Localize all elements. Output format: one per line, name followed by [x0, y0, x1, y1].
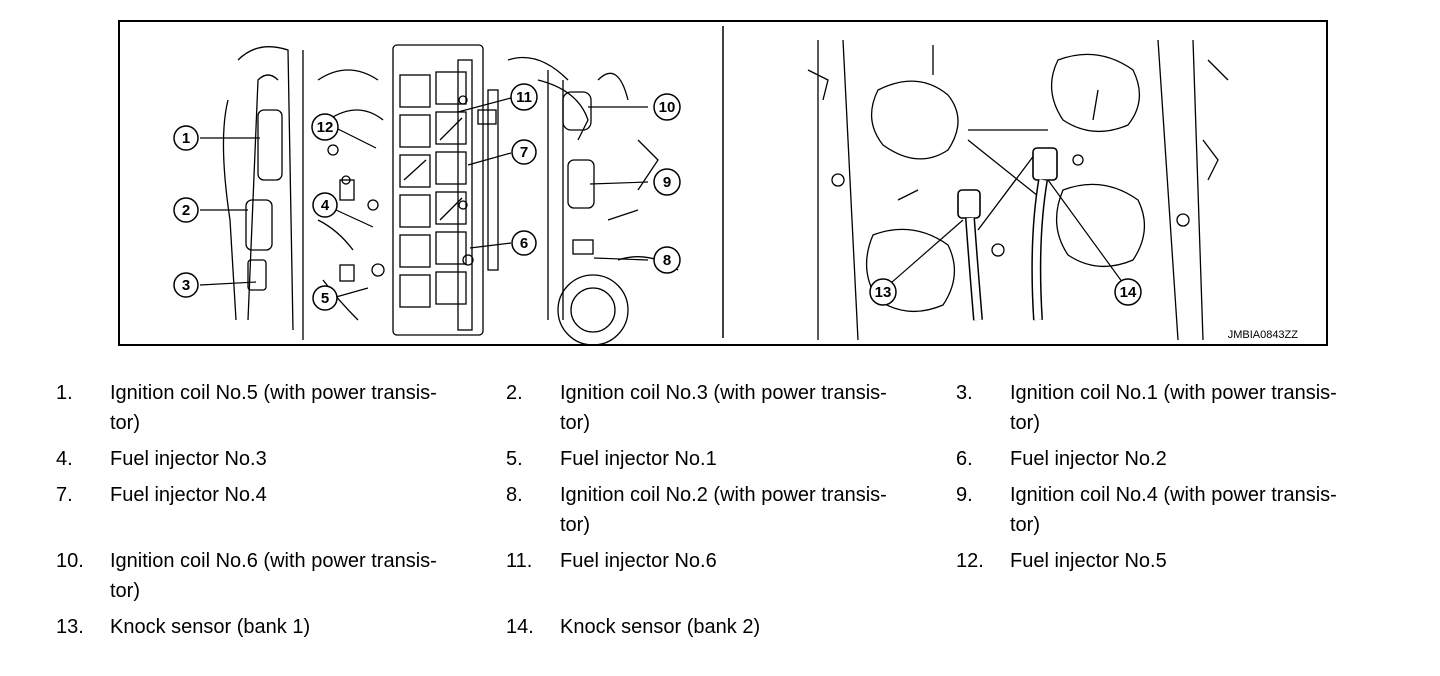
- legend-item-label: Ignition coil No.6 (with power transis-t…: [110, 550, 437, 602]
- legend-item: 12. Fuel injector No.5: [956, 546, 1406, 606]
- legend-item-label: Knock sensor (bank 1): [110, 616, 311, 638]
- callout-7-num: 7: [520, 144, 528, 161]
- legend-item-label: Ignition coil No.5 (with power transis-t…: [110, 382, 437, 434]
- engine-component-figure: 1 2 3 4 5 6 7 8 9 10 11 12 13 14 JMBIA08…: [118, 20, 1328, 346]
- legend-item-label: Ignition coil No.2 (with power transis-t…: [560, 484, 887, 536]
- callout-7: 7: [511, 139, 537, 165]
- legend-item-number: 1.: [56, 382, 73, 404]
- legend-row: 13. Knock sensor (bank 1) 14. Knock sens…: [56, 612, 1406, 642]
- callout-3: 3: [173, 272, 199, 298]
- callout-1-num: 1: [182, 130, 190, 147]
- legend-item-label: Ignition coil No.3 (with power transis-t…: [560, 382, 887, 434]
- callout-5: 5: [312, 285, 338, 311]
- legend-item: 11. Fuel injector No.6: [506, 546, 956, 606]
- legend-item-label: Fuel injector No.5: [1010, 550, 1167, 572]
- legend-item-number: 9.: [956, 484, 973, 506]
- legend-row: 10. Ignition coil No.6 (with power trans…: [56, 546, 1406, 606]
- right-panel-knock-sensor-view: [807, 39, 1229, 341]
- callout-2-num: 2: [182, 202, 190, 219]
- legend-row: 1. Ignition coil No.5 (with power transi…: [56, 378, 1406, 438]
- legend-item: 5. Fuel injector No.1: [506, 444, 956, 474]
- callout-4-num: 4: [321, 197, 330, 214]
- knock-sensor-harness: [957, 147, 1058, 321]
- legend-row: 4. Fuel injector No.3 5. Fuel injector N…: [56, 444, 1406, 474]
- legend-item-label: Fuel injector No.1: [560, 448, 717, 470]
- callout-3-num: 3: [182, 277, 190, 294]
- legend-item-label: Fuel injector No.3: [110, 448, 267, 470]
- legend-item: 4. Fuel injector No.3: [56, 444, 506, 474]
- legend-item: 9. Ignition coil No.4 (with power transi…: [956, 480, 1406, 540]
- legend-item: 6. Fuel injector No.2: [956, 444, 1406, 474]
- callout-6: 6: [511, 230, 537, 256]
- legend-item-number: 2.: [506, 382, 523, 404]
- callout-14-num: 14: [1120, 284, 1137, 301]
- legend-item: 1. Ignition coil No.5 (with power transi…: [56, 378, 506, 438]
- legend-item-label: Ignition coil No.4 (with power transis-t…: [1010, 484, 1337, 536]
- callout-9-num: 9: [663, 174, 671, 191]
- legend-item-number: 14.: [506, 616, 534, 638]
- callout-11: 11: [510, 83, 538, 111]
- callout-11-num: 11: [516, 89, 532, 106]
- legend-item-number: 7.: [56, 484, 73, 506]
- legend-item: 3. Ignition coil No.1 (with power transi…: [956, 378, 1406, 438]
- legend-item-number: 5.: [506, 448, 523, 470]
- legend-item-number: 13.: [56, 616, 84, 638]
- callout-8: 8: [653, 246, 681, 274]
- callout-12: 12: [311, 113, 339, 141]
- legend-item: 7. Fuel injector No.4: [56, 480, 506, 540]
- callout-14: 14: [1114, 278, 1142, 306]
- callout-13: 13: [869, 278, 897, 306]
- callout-8-num: 8: [663, 252, 671, 269]
- legend-item: 10. Ignition coil No.6 (with power trans…: [56, 546, 506, 606]
- legend-item-number: 10.: [56, 550, 84, 572]
- legend-item-number: 11.: [506, 550, 533, 572]
- legend-item: 14. Knock sensor (bank 2): [506, 612, 956, 642]
- callout-10-num: 10: [659, 99, 676, 116]
- legend-item: 13. Knock sensor (bank 1): [56, 612, 506, 642]
- callout-9: 9: [653, 168, 681, 196]
- left-panel-engine-top-view: [222, 44, 679, 346]
- legend-item-label: Fuel injector No.2: [1010, 448, 1167, 470]
- callout-1: 1: [173, 125, 199, 151]
- callout-6-num: 6: [520, 235, 528, 252]
- legend-item-number: 4.: [56, 448, 73, 470]
- legend-item-number: 6.: [956, 448, 973, 470]
- legend-item-label: Knock sensor (bank 2): [560, 616, 761, 638]
- legend-item-label: Fuel injector No.4: [110, 484, 267, 506]
- component-legend: 1. Ignition coil No.5 (with power transi…: [56, 378, 1406, 642]
- callout-4: 4: [312, 192, 338, 218]
- left-leader-lines: [199, 97, 649, 298]
- legend-item: 8. Ignition coil No.2 (with power transi…: [506, 480, 956, 540]
- legend-item-number: 3.: [956, 382, 973, 404]
- legend-row: 7. Fuel injector No.4 8. Ignition coil N…: [56, 480, 1406, 540]
- legend-item-number: 8.: [506, 484, 523, 506]
- figure-id-label: JMBIA0843ZZ: [1228, 329, 1299, 341]
- callout-10: 10: [653, 93, 681, 121]
- callout-12-num: 12: [317, 119, 334, 136]
- callout-2: 2: [173, 197, 199, 223]
- callout-5-num: 5: [321, 290, 329, 307]
- callout-13-num: 13: [875, 284, 892, 301]
- legend-item: 2. Ignition coil No.3 (with power transi…: [506, 378, 956, 438]
- legend-item-number: 12.: [956, 550, 984, 572]
- legend-item-label: Ignition coil No.1 (with power transis-t…: [1010, 382, 1337, 434]
- legend-item-label: Fuel injector No.6: [560, 550, 717, 572]
- right-leader-lines: [882, 179, 1129, 291]
